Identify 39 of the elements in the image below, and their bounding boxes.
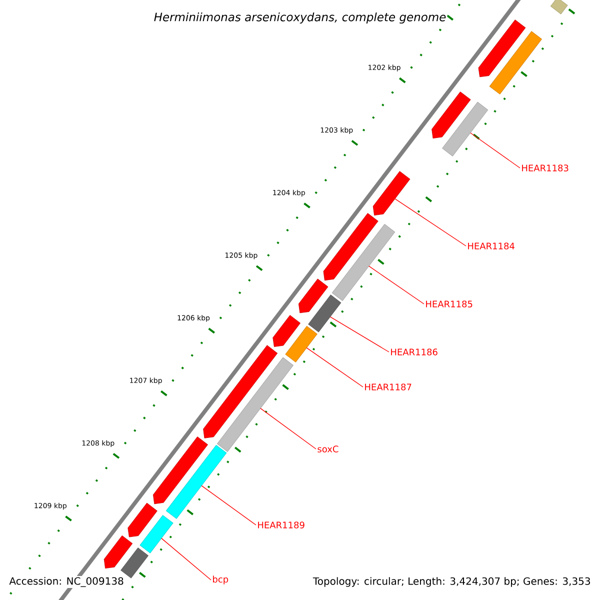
leader-line (260, 408, 316, 450)
leader-line (330, 316, 390, 352)
gene-block (372, 171, 410, 216)
gene-label: HEAR1184 (468, 242, 514, 250)
gene-bar (140, 515, 174, 554)
gene-block (153, 436, 208, 504)
genome-info-text: Topology: circular; Length: 3,424,307 bp; Genes: 3,353 (312, 576, 592, 588)
gene-block (432, 92, 471, 138)
gene-label: soxC (318, 446, 338, 452)
leader-line (201, 485, 256, 526)
gene-block (203, 345, 278, 438)
leader-line (306, 347, 364, 388)
leader-line (394, 198, 466, 246)
gene-block (323, 213, 378, 281)
leader-line (470, 132, 520, 168)
gene-bar (308, 294, 342, 332)
gene-block (128, 502, 158, 538)
gene-bar (217, 357, 294, 452)
gene-bar (285, 326, 318, 362)
gene-bar (442, 102, 488, 156)
gene-label: HEAR1186 (391, 348, 438, 356)
gene-bar (332, 224, 396, 301)
leader-line (368, 266, 424, 304)
gene-label: HEAR1189 (258, 522, 304, 528)
gene-block (272, 315, 300, 347)
gene-label: HEAR1183 (522, 164, 568, 172)
gene-label: HEAR1185 (426, 300, 472, 308)
gene-bar (489, 31, 542, 94)
gene-bar (550, 0, 568, 14)
leader-line (161, 538, 212, 580)
gene-block (104, 535, 133, 568)
gene-label: bcp (213, 576, 228, 584)
gene-block (298, 278, 328, 314)
gene-bar (120, 548, 148, 578)
gene-bar (166, 444, 227, 519)
title: Herminiimonas arsenicoxydans, complete genome (152, 11, 448, 25)
gene-label: HEAR1187 (365, 384, 412, 390)
gene-block (478, 20, 526, 78)
accession-text: Accession: NC_009138 (8, 576, 125, 588)
